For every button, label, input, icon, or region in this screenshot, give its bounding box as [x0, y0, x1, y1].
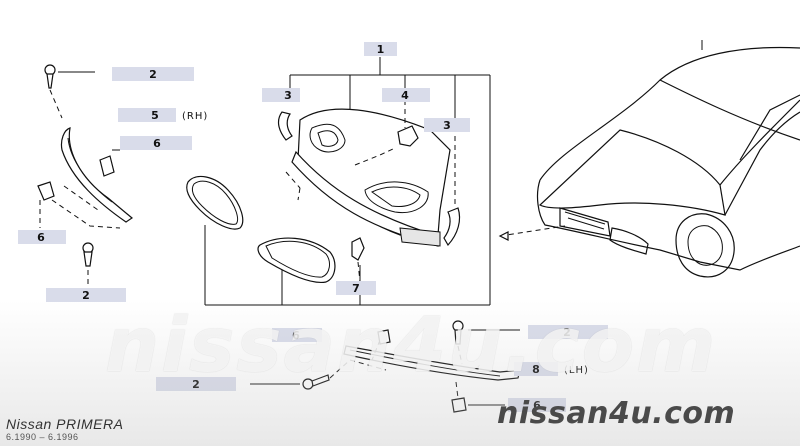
- callout-6-left-text: 6: [37, 231, 45, 244]
- retainer-clip-7[interactable]: [351, 237, 365, 283]
- callout-2-right-text: 2: [563, 326, 571, 339]
- callout-3-right[interactable]: 3: [424, 118, 470, 132]
- callout-7-text: 7: [352, 282, 360, 295]
- lamp-lens-lower[interactable]: [257, 237, 336, 284]
- molding-lh[interactable]: [343, 345, 521, 381]
- callout-4[interactable]: 4: [382, 88, 430, 102]
- lh-label: (LH): [564, 365, 589, 376]
- molding-rh[interactable]: [60, 127, 134, 223]
- grille-clip[interactable]: [397, 100, 419, 147]
- grille-side-molding-right[interactable]: [443, 118, 461, 247]
- callout-2-top-text: 2: [149, 68, 157, 81]
- callout-5-text: 5: [151, 109, 159, 122]
- callout-5[interactable]: 5 (RH): [118, 108, 208, 122]
- watermark-large: nissan4u.com: [105, 300, 718, 389]
- screw-lower-left[interactable]: [82, 242, 94, 288]
- model-date-range: 6.1990 – 6.1996: [6, 432, 79, 442]
- clip-bracket-6-lower[interactable]: [451, 381, 505, 413]
- callout-6-upper-text: 6: [153, 137, 161, 150]
- clip-bracket-6-upper[interactable]: [99, 149, 120, 177]
- rh-label: (RH): [182, 111, 208, 122]
- callout-2-lowleft[interactable]: 2: [156, 377, 236, 391]
- callout-6-lower[interactable]: 6: [508, 398, 566, 412]
- screw-right[interactable]: [452, 320, 520, 365]
- car-illustration: [498, 40, 800, 278]
- callout-3-left[interactable]: 3: [262, 88, 300, 102]
- callout-6-center[interactable]: 6: [272, 328, 322, 342]
- model-title: Nissan PRIMERA: [6, 416, 124, 432]
- grille-side-molding-left[interactable]: [277, 111, 293, 141]
- callout-6-lower-text: 6: [533, 399, 541, 412]
- clip-bracket-6-left[interactable]: [37, 181, 121, 229]
- callout-3-left-text: 3: [284, 89, 292, 102]
- callout-2-top[interactable]: 2: [112, 67, 194, 81]
- screw-lower-center[interactable]: [250, 339, 387, 390]
- callout-2-mid[interactable]: 2: [46, 288, 126, 302]
- callout-2-mid-text: 2: [82, 289, 90, 302]
- callout-2-lowleft-text: 2: [192, 378, 200, 391]
- callout-8-text: 8: [532, 363, 540, 376]
- lamp-lens-left[interactable]: [186, 175, 244, 230]
- callout-2-right[interactable]: 2: [528, 325, 608, 339]
- callout-1[interactable]: 1: [364, 42, 397, 56]
- callout-4-text: 4: [401, 89, 409, 102]
- clip-bracket-6-center[interactable]: [377, 329, 391, 345]
- callout-8[interactable]: 8 (LH): [514, 362, 589, 376]
- watermark-small: nissan4u.com: [497, 396, 736, 431]
- callout-6-center-text: 6: [292, 329, 300, 342]
- callout-6-left[interactable]: 6: [18, 230, 66, 244]
- callout-3-right-text: 3: [443, 119, 451, 132]
- assembly-bracket: [204, 57, 491, 306]
- screw-top-left[interactable]: [44, 64, 95, 119]
- callout-6-upper[interactable]: 6: [120, 136, 192, 150]
- callout-1-text: 1: [377, 43, 385, 56]
- callout-7[interactable]: 7: [336, 281, 376, 295]
